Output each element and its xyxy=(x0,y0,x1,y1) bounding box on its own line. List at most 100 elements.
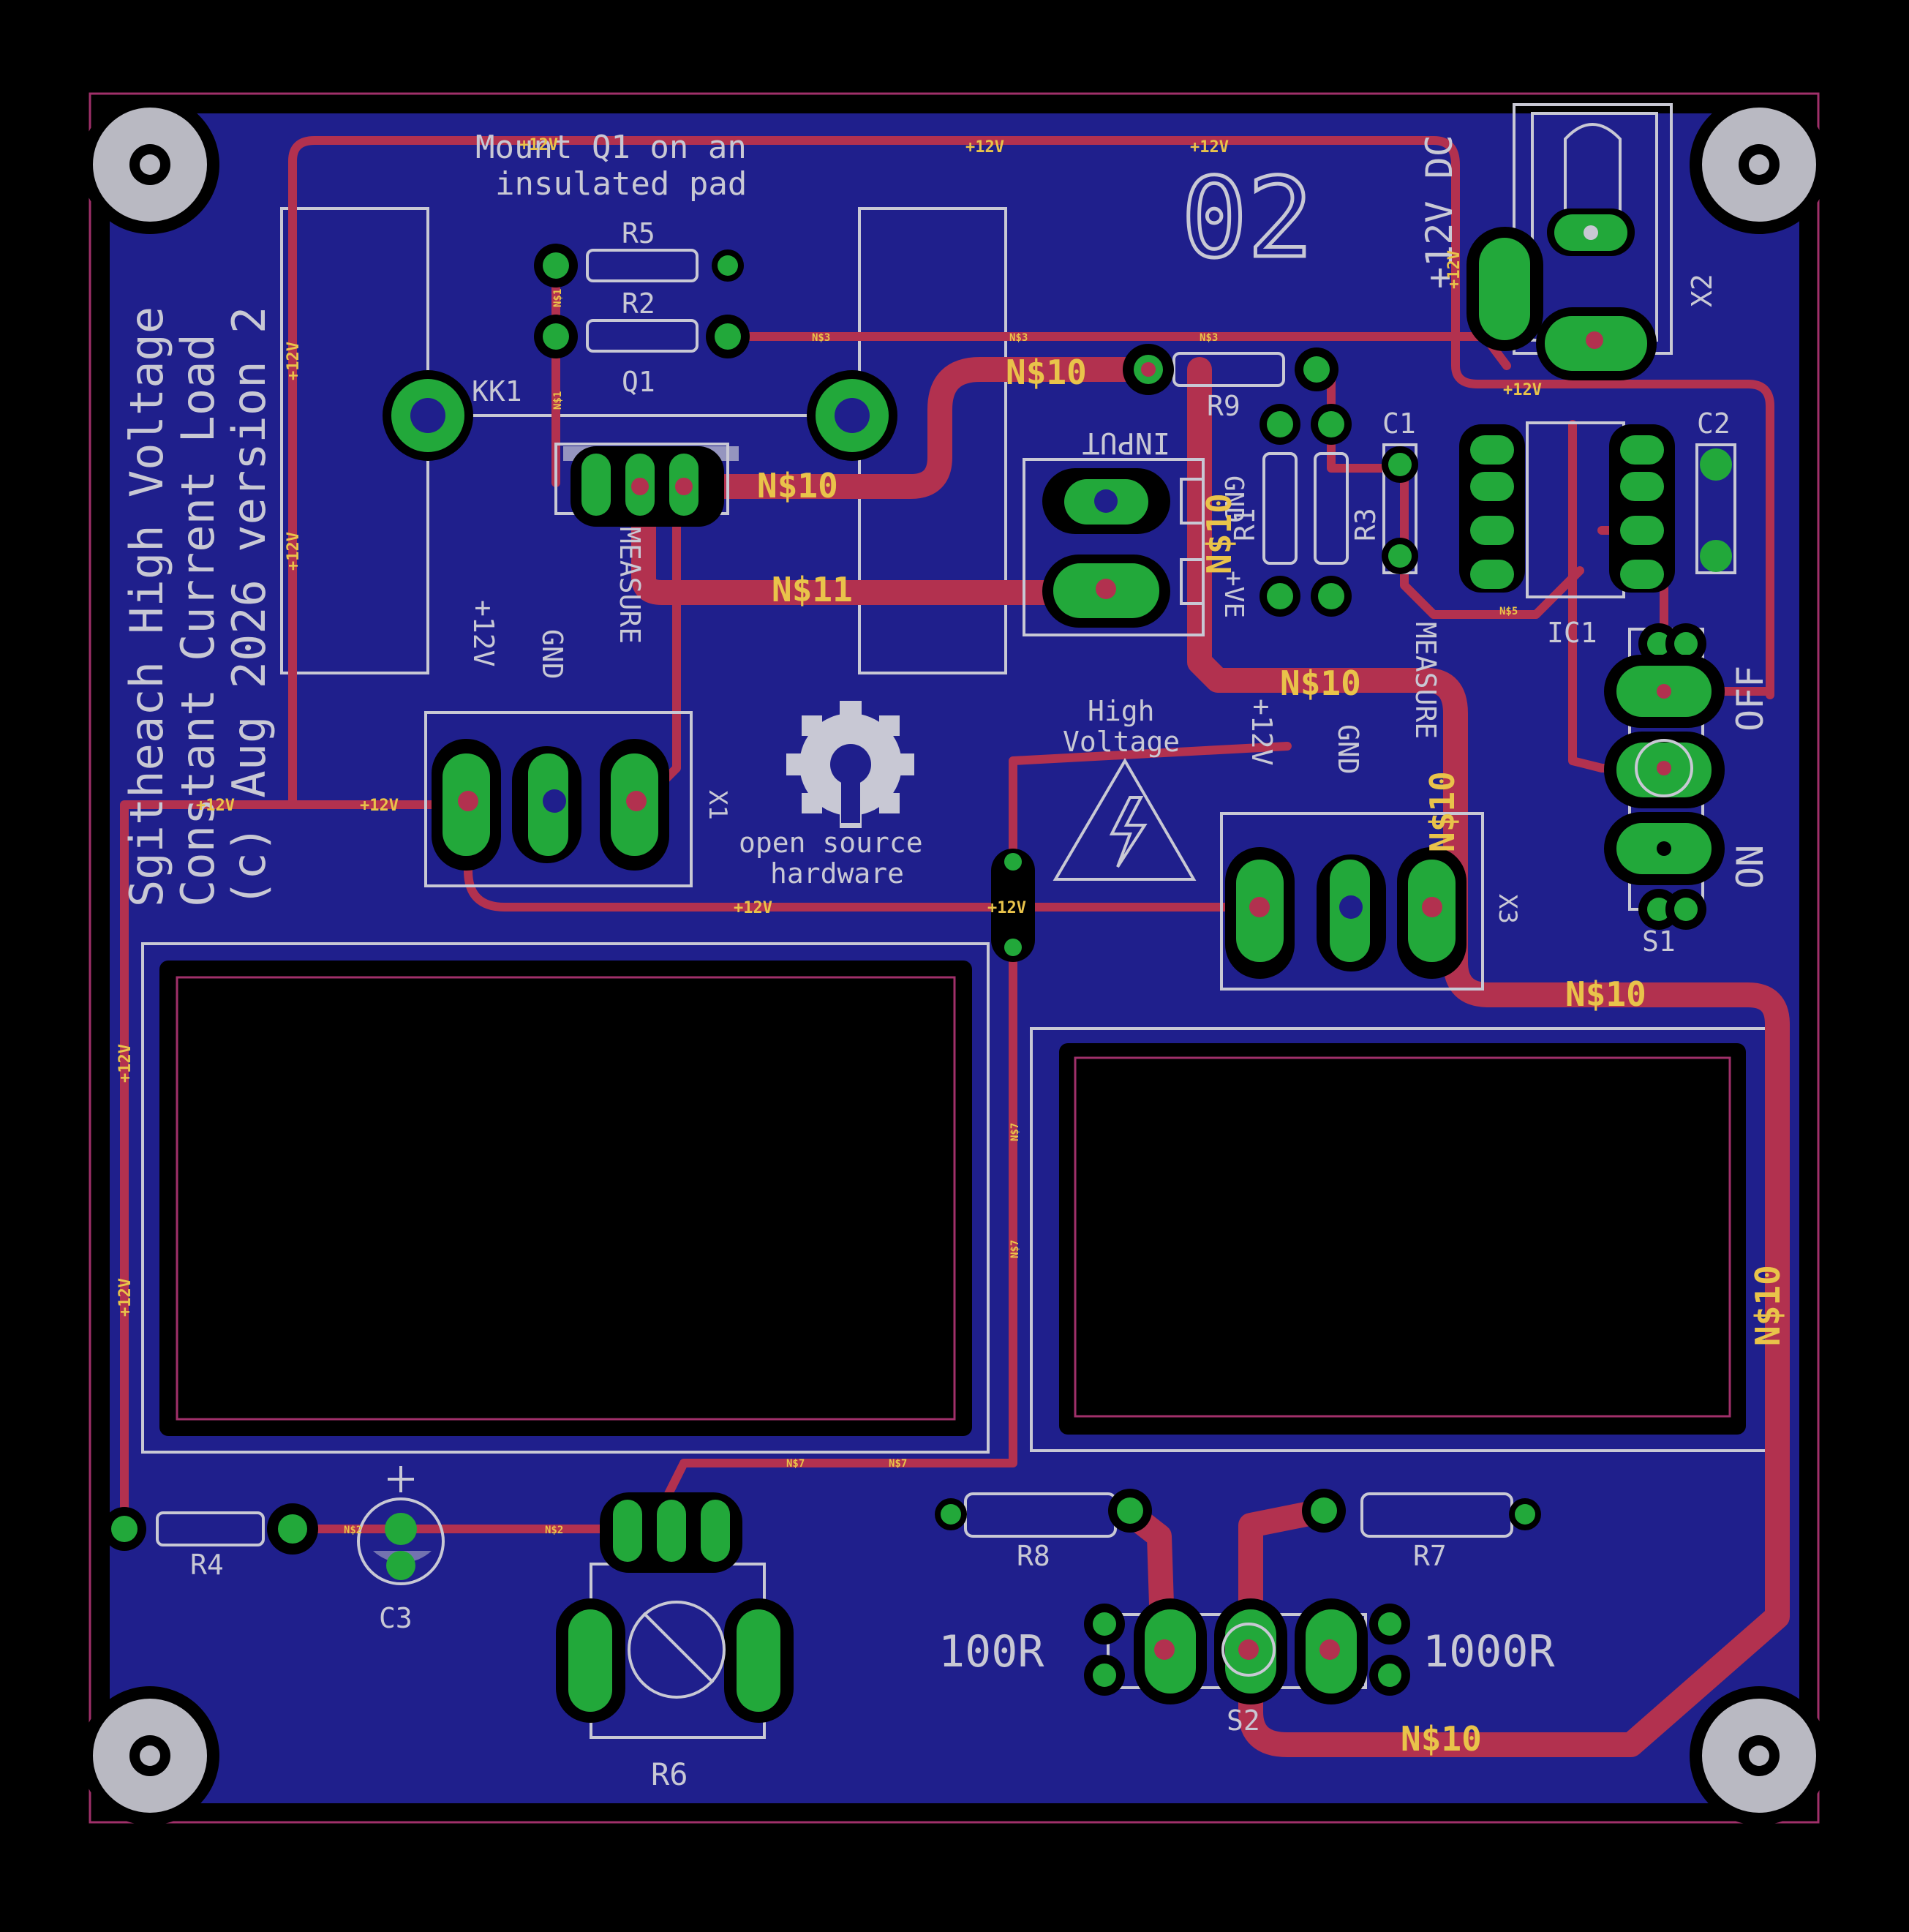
x2-voltage-label: +12V DC xyxy=(1418,135,1461,289)
net-n10-label: N$10 xyxy=(1006,353,1087,392)
r6-label: R6 xyxy=(651,1756,688,1792)
net-n3-label: N$3 xyxy=(1009,332,1028,344)
net-n3-label: N$3 xyxy=(1200,332,1218,344)
revision-mark: 02 xyxy=(1181,155,1314,282)
net-n2-label: N$2 xyxy=(344,1525,362,1536)
net-n3-label: N$3 xyxy=(812,332,830,344)
resistor-r5: R5 xyxy=(534,217,744,287)
board-outline xyxy=(89,92,1820,1824)
board-title: Sgitheach High Voltage Constant Current … xyxy=(120,307,276,907)
mounting-hole-br xyxy=(1690,1686,1829,1825)
x3-label: X3 xyxy=(1493,894,1522,924)
net-12v-label: +12V xyxy=(285,532,303,571)
connector-x1: +12V GND MEASURE X1 xyxy=(424,527,732,887)
net-12v-label: +12V xyxy=(1503,381,1542,399)
net-12v-label: +12V xyxy=(285,342,303,380)
oshw-logo xyxy=(786,701,914,828)
resistor-r4: R4 xyxy=(102,1503,318,1581)
resistor-r7: R7 xyxy=(1302,1489,1541,1572)
mounting-hole-tr xyxy=(1690,95,1829,234)
input-label: INPUT xyxy=(1082,426,1170,459)
net-12v-label: +12V xyxy=(116,1044,135,1083)
net-n10-label: N$10 xyxy=(1401,1719,1482,1759)
board-title-line-1: Sgitheach High Voltage xyxy=(120,307,173,907)
net-12v-label: +12V xyxy=(965,138,1004,157)
resistor-r2: R2 xyxy=(534,287,750,358)
heatsink-kk1: KK1 xyxy=(383,370,897,461)
net-n10-label: N$10 xyxy=(1565,974,1646,1014)
r4-label: R4 xyxy=(190,1549,224,1581)
ic-ic1: IC1 xyxy=(1459,421,1675,649)
net-labels: N$10 N$10 N$11 N$10 N$10 N$10 N$10 N$10 … xyxy=(116,136,1788,1759)
s1-off-label: OFF xyxy=(1729,666,1771,732)
resistor-r9: R9 xyxy=(1123,344,1338,422)
warning-line-1: High xyxy=(1088,695,1155,727)
cutout-left xyxy=(159,961,972,1436)
r7-label: R7 xyxy=(1413,1540,1447,1572)
net-n1-label: N$1 xyxy=(552,391,564,410)
capacitor-c1: C1 xyxy=(1382,407,1418,574)
x3-pin-gnd: GND xyxy=(1332,724,1364,775)
x1-pin-12v: +12V xyxy=(467,600,500,667)
net-12v-label: +12V xyxy=(360,797,399,815)
r5-label: R5 xyxy=(622,217,655,249)
net-12v-label: +12V xyxy=(987,899,1026,917)
oshw-line-1: open source xyxy=(739,827,923,859)
mount-note-line-1: Mount Q1 on an xyxy=(475,129,747,166)
net-n10-label: N$10 xyxy=(1200,493,1239,574)
r8-label: R8 xyxy=(1017,1540,1050,1572)
traces xyxy=(120,136,1790,1757)
board-title-line-2: Constant Current Load xyxy=(171,334,225,907)
dc-jack-x2: X2 +12V DC xyxy=(1418,103,1718,380)
q1-label: Q1 xyxy=(622,366,655,398)
s1-on-label: ON xyxy=(1729,845,1771,889)
net-12v-label: +12V xyxy=(734,899,772,917)
warning-line-2: Voltage xyxy=(1063,726,1180,758)
net-n10-label: N$10 xyxy=(1280,664,1361,703)
mounting-hole-tl xyxy=(80,95,219,234)
capacitor-c3: C3 xyxy=(357,1466,445,1634)
x3-pin-12v: +12V xyxy=(1246,699,1278,766)
x1-pin-gnd: GND xyxy=(536,629,568,680)
s1-label: S1 xyxy=(1642,925,1676,958)
net-n10-label: N$10 xyxy=(1423,771,1462,852)
resistor-r1: R1 xyxy=(1229,404,1300,617)
c1-label: C1 xyxy=(1382,407,1416,440)
capacitor-c2: C2 xyxy=(1695,407,1736,574)
s2-1000r-label: 1000R xyxy=(1423,1626,1555,1677)
input-ve-label: +VE xyxy=(1219,571,1249,618)
net-12v-label: +12V xyxy=(196,797,235,815)
input-gnd-label: GND xyxy=(1219,476,1249,523)
net-n10-label: N$10 xyxy=(757,466,838,505)
net-n1-label: N$1 xyxy=(552,289,564,307)
switch-s2: S2 100R 1000R xyxy=(938,1598,1555,1737)
c3-label: C3 xyxy=(379,1602,413,1634)
net-n7-label: N$7 xyxy=(889,1458,907,1470)
mounting-hole-bl xyxy=(80,1686,219,1825)
x1-tag: X1 xyxy=(703,790,732,820)
resistor-r3: R3 xyxy=(1311,404,1382,617)
transistor-q1: Q1 xyxy=(554,366,739,527)
connector-x3: +12V GND MEASURE X3 xyxy=(1220,622,1522,991)
net-n10-label: N$10 xyxy=(1748,1265,1788,1346)
net-n7-label: N$7 xyxy=(1009,1240,1021,1258)
net-n5-label: N$5 xyxy=(1499,606,1518,617)
cutout-right xyxy=(1059,1043,1746,1435)
net-n2-label: N$2 xyxy=(545,1525,563,1536)
kk1-label: KK1 xyxy=(472,375,522,407)
r2-label: R2 xyxy=(622,287,655,320)
switch-s1: S1 OFF ON xyxy=(1604,623,1771,958)
net-12v-label: +12V xyxy=(116,1278,135,1317)
s2-100r-label: 100R xyxy=(938,1626,1044,1677)
mount-note-line-2: insulated pad xyxy=(495,165,747,203)
r3-label: R3 xyxy=(1349,508,1382,541)
net-n11-label: N$11 xyxy=(772,570,853,609)
x2-label: X2 xyxy=(1686,274,1718,307)
oshw-line-2: hardware xyxy=(770,857,904,890)
resistor-r8: R8 xyxy=(935,1489,1152,1572)
x1-pin-measure: MEASURE xyxy=(614,527,646,644)
x3-pin-measure: MEASURE xyxy=(1409,622,1442,739)
potentiometer-r6: R6 xyxy=(556,1492,794,1792)
board-title-line-3: (c) Aug 2026 version 2 xyxy=(222,307,276,907)
